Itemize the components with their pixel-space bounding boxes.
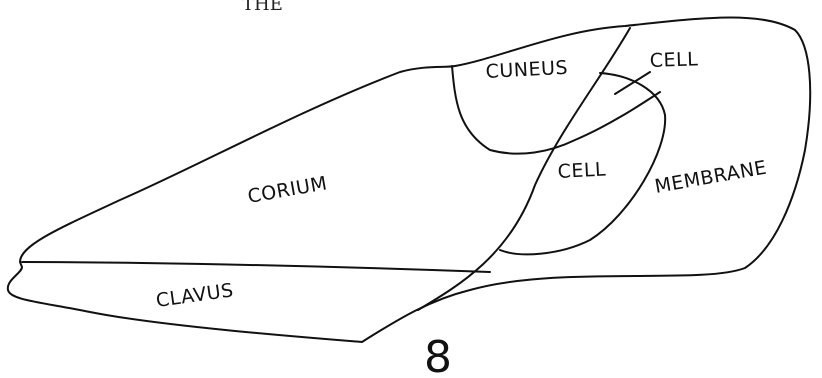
label-membrane: MEMBRANE xyxy=(653,157,769,198)
header-fragment: THE xyxy=(242,0,283,15)
label-cell-lower: CELL xyxy=(557,158,607,183)
label-corium: CORIUM xyxy=(246,172,329,208)
claval-suture xyxy=(22,262,490,272)
figure-number: 8 xyxy=(424,332,452,378)
label-cell-upper: CELL xyxy=(649,48,698,72)
label-clavus: CLAVUS xyxy=(155,279,235,312)
label-cuneus: CUNEUS xyxy=(485,57,568,83)
